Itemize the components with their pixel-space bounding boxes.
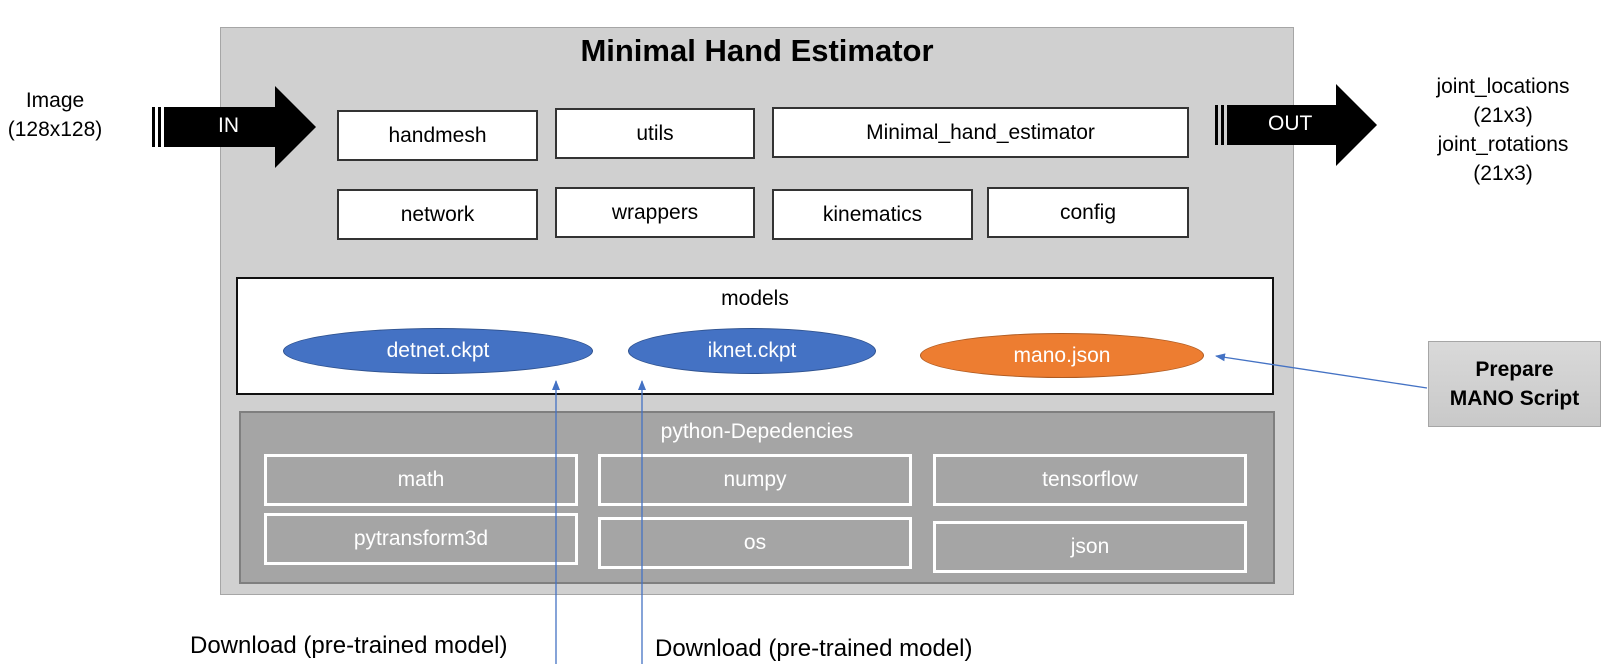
- dep-tensorflow: tensorflow: [933, 454, 1247, 506]
- output-label: joint_locations (21x3) joint_rotations (…: [1418, 72, 1588, 188]
- module-utils: utils: [555, 108, 755, 159]
- model-iknet: iknet.ckpt: [628, 328, 876, 374]
- download-label-2: Download (pre-trained model): [655, 635, 973, 662]
- in-arrow: [152, 86, 316, 168]
- output-line-4: (21x3): [1473, 162, 1533, 185]
- dep-numpy: numpy: [598, 454, 912, 506]
- module-handmesh: handmesh: [337, 110, 538, 161]
- dep-os: os: [598, 517, 912, 569]
- dep-math: math: [264, 454, 578, 506]
- prepare-mano-script-box: Prepare MANO Script: [1428, 341, 1601, 427]
- prepare-line-1: Prepare: [1475, 358, 1554, 381]
- output-line-3: joint_rotations: [1437, 133, 1569, 156]
- module-config: config: [987, 187, 1189, 238]
- prepare-connector: [1215, 353, 1428, 389]
- module-minimal-hand-estimator: Minimal_hand_estimator: [772, 107, 1189, 158]
- dep-json: json: [933, 521, 1247, 573]
- input-label: Image (128x128): [0, 86, 110, 144]
- output-line-2: (21x3): [1473, 104, 1533, 127]
- download-label-1: Download (pre-trained model): [190, 632, 508, 659]
- models-label: models: [721, 287, 789, 310]
- output-line-1: joint_locations: [1436, 75, 1570, 98]
- prepare-line-2: MANO Script: [1449, 387, 1580, 410]
- out-arrow-label: OUT: [1268, 112, 1313, 135]
- out-arrow: [1215, 84, 1377, 166]
- module-kinematics: kinematics: [772, 189, 973, 240]
- dependencies-label: python-Depedencies: [660, 420, 854, 443]
- input-label-text: Image: [25, 89, 85, 112]
- in-arrow-label: IN: [218, 114, 239, 137]
- diagram-title: Minimal Hand Estimator: [580, 33, 934, 68]
- module-wrappers: wrappers: [555, 187, 755, 238]
- model-detnet: detnet.ckpt: [283, 328, 593, 374]
- input-size-text: (128x128): [7, 118, 103, 141]
- module-network: network: [337, 189, 538, 240]
- model-mano: mano.json: [920, 333, 1204, 378]
- dep-pytransform3d: pytransform3d: [264, 513, 578, 565]
